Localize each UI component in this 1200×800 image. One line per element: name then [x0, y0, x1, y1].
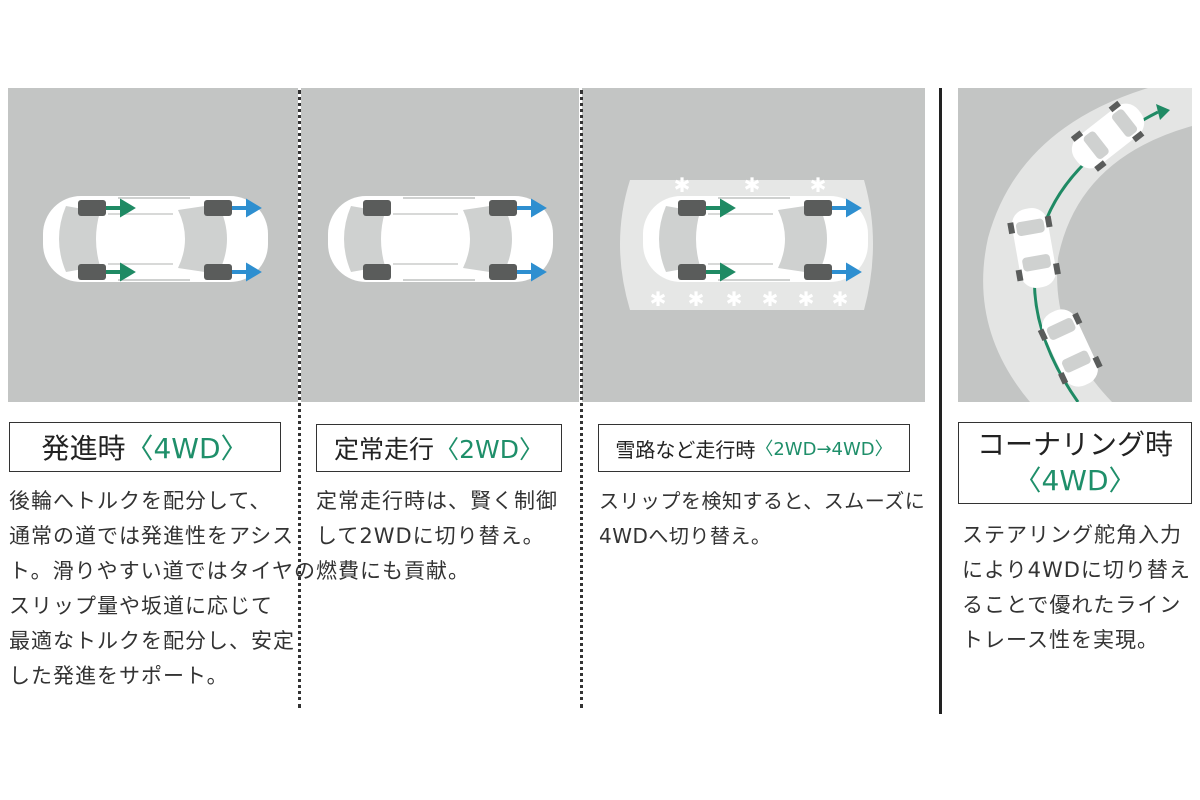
front-wheel-arrow: [517, 198, 547, 282]
svg-text:✱: ✱: [688, 287, 705, 311]
description-line: により4WDに切り替え: [962, 558, 1191, 582]
description-line: した発進をサポート。: [9, 664, 229, 688]
car-cornering-illustration: [983, 88, 1192, 402]
description-line: 4WDへ切り替え。: [599, 524, 772, 548]
car-start-4wd-illustration: [43, 196, 268, 282]
diagram-panel-start: [8, 88, 298, 402]
rear-wheel-arrow: [106, 198, 136, 282]
description-line: トレース性を実現。: [962, 628, 1159, 652]
dotted-separator-2: [580, 90, 583, 708]
description-line: ト。滑りやすい道ではタイヤの: [9, 559, 316, 583]
description-line: 定常走行時は、賢く制御: [316, 489, 558, 513]
label-mode: 〈2WD〉: [434, 435, 544, 464]
description-line: スリップを検知すると、スムーズに: [599, 489, 926, 513]
description-snow: スリップを検知すると、スムーズに 4WDへ切り替え。: [599, 484, 926, 554]
label-title: 雪路など走行時: [615, 437, 756, 462]
svg-text:✱: ✱: [674, 173, 691, 197]
description-line: 燃費にも貢献。: [316, 559, 470, 583]
diagram-panel-snow: ✱ ✱ ✱ ✱ ✱ ✱ ✱ ✱ ✱: [582, 88, 925, 402]
front-wheel-arrow: [832, 198, 862, 282]
solid-separator: [939, 88, 942, 714]
description-line: して2WDに切り替え。: [316, 524, 545, 548]
description-line: 通常の道では発進性をアシス: [9, 524, 295, 548]
label-start-4wd: 発進時〈4WD〉: [9, 422, 281, 472]
dotted-separator-1: [298, 90, 301, 708]
label-snow-2wd-4wd: 雪路など走行時〈2WD→4WD〉: [598, 424, 910, 472]
diagram-panel-cruise: [301, 88, 579, 402]
description-line: ステアリング舵角入力: [962, 523, 1182, 547]
description-line: スリップ量や坂道に応じて: [9, 594, 273, 618]
label-title: 発進時: [41, 432, 126, 465]
svg-text:✱: ✱: [744, 173, 761, 197]
description-line: ることで優れたライン: [962, 593, 1182, 617]
label-cruise-2wd: 定常走行〈2WD〉: [316, 424, 562, 472]
label-mode: 〈4WD〉: [125, 432, 249, 465]
description-line: 最適なトルクを配分し、安定: [9, 629, 295, 653]
description-line: 後輪へトルクを配分して、: [9, 489, 272, 513]
front-wheel-arrow: [232, 198, 262, 282]
rear-wheel-arrow: [706, 198, 736, 282]
snowflake-icons: ✱ ✱ ✱ ✱ ✱ ✱ ✱ ✱ ✱: [650, 173, 849, 311]
label-cornering-4wd: コーナリング時 〈4WD〉: [958, 422, 1192, 504]
svg-text:✱: ✱: [762, 287, 779, 311]
label-title: コーナリング時: [976, 428, 1173, 461]
label-mode: 〈4WD〉: [1013, 464, 1137, 497]
curved-road: [983, 88, 1192, 402]
car-snow-illustration: ✱ ✱ ✱ ✱ ✱ ✱ ✱ ✱ ✱: [620, 173, 873, 311]
diagram-panel-cornering: [958, 88, 1192, 402]
svg-text:✱: ✱: [726, 287, 743, 311]
label-title: 定常走行: [334, 435, 435, 464]
description-cornering: ステアリング舵角入力 により4WDに切り替え ることで優れたライン トレース性を…: [962, 518, 1196, 658]
car-cruise-2wd-illustration: [328, 196, 553, 282]
svg-text:✱: ✱: [650, 287, 667, 311]
label-mode: 〈2WD→4WD〉: [755, 439, 893, 460]
svg-text:✱: ✱: [832, 287, 849, 311]
svg-text:✱: ✱: [810, 173, 827, 197]
description-cruise: 定常走行時は、賢く制御 して2WDに切り替え。 燃費にも貢献。: [316, 484, 578, 589]
description-start: 後輪へトルクを配分して、 通常の道では発進性をアシス ト。滑りやすい道ではタイヤ…: [9, 484, 316, 694]
svg-text:✱: ✱: [798, 287, 815, 311]
